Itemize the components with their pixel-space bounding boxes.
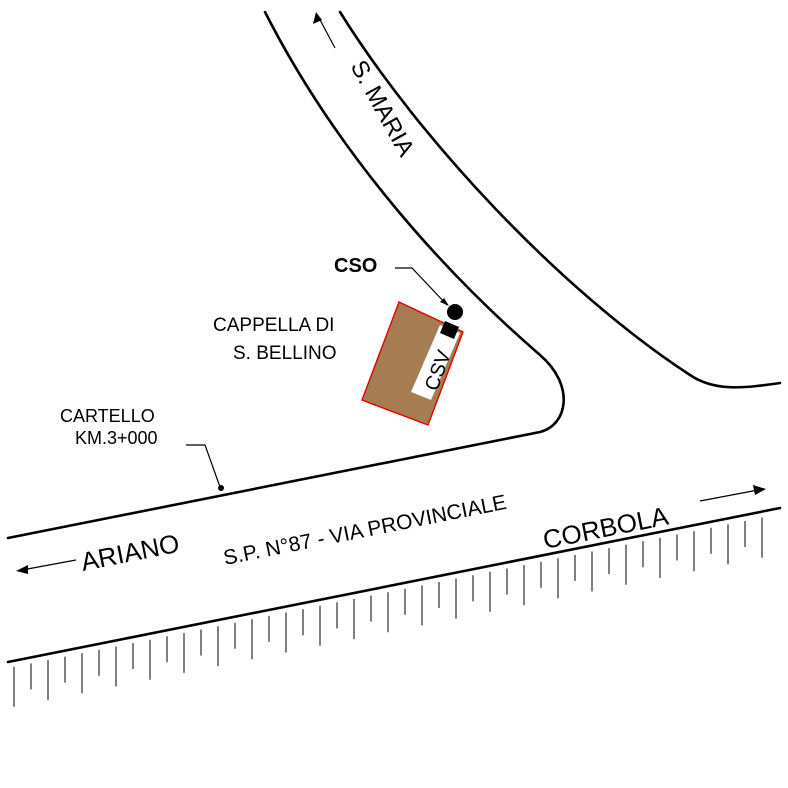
cartello-marker-icon [218, 485, 224, 491]
csv-panel [411, 325, 460, 400]
cso-label: CSO [334, 255, 377, 277]
s-maria-direction-arrow-icon [313, 12, 336, 49]
cartello-leader-line [186, 444, 221, 488]
road-name-label: S.P. N°87 - VIA PROVINCIALE [221, 491, 508, 570]
csv-black-block [440, 321, 459, 339]
cappella-label-line2: S. BELLINO [233, 343, 337, 364]
cso-marker-icon [447, 304, 463, 320]
cartello-label-line2: KM.3+000 [75, 428, 158, 448]
s-maria-road-west-edge [6, 10, 565, 540]
cso-leader-line [395, 267, 448, 306]
cappella-building: CSV [361, 301, 464, 426]
cartello-label-line1: CARTELLO [60, 406, 155, 426]
cappella-label-line1: CAPPELLA DI [213, 315, 334, 336]
corbola-label: CORBOLA [540, 500, 671, 554]
ariano-label: ARIANO [78, 528, 182, 577]
main-road-south-edge [6, 506, 782, 664]
ariano-direction-arrow-icon [16, 559, 77, 574]
embankment-hatching [13, 517, 763, 707]
s-maria-road-east-edge [338, 10, 782, 389]
cso-leader-arrowhead [440, 298, 449, 306]
corbola-direction-arrow-icon [699, 485, 766, 502]
